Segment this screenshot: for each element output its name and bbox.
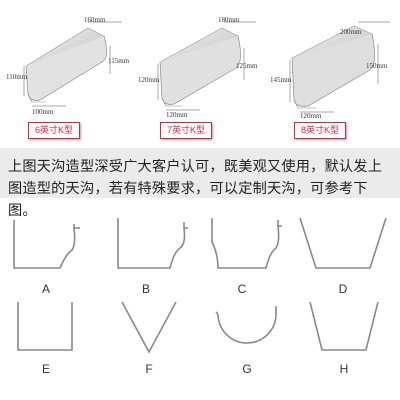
profile-label-e: E bbox=[41, 362, 50, 376]
dim-left-height: 145mm bbox=[270, 76, 292, 84]
profile-label-b: B bbox=[141, 282, 150, 296]
profile-label-f: F bbox=[145, 362, 153, 376]
product-tag-8in: 8英寸K型 bbox=[294, 122, 347, 139]
profile-label-d: D bbox=[338, 282, 348, 296]
profile-shape-g bbox=[212, 304, 282, 350]
profile-shape-f bbox=[118, 300, 180, 356]
dim-right-height: 115mm bbox=[108, 57, 130, 65]
dim-top: 200mm bbox=[340, 28, 362, 36]
dim-bottom: 100mm bbox=[32, 108, 54, 116]
dim-left-height: 120mm bbox=[138, 76, 160, 84]
profile-shape-e bbox=[14, 300, 76, 354]
dim-top: 160mm bbox=[84, 16, 106, 24]
gutter-product-8in: 200mm 145mm 150mm 120mm bbox=[270, 14, 392, 122]
gutter-image-6in bbox=[23, 21, 122, 107]
profile-shape-a bbox=[10, 214, 80, 274]
dim-top: 180mm bbox=[218, 16, 240, 24]
gutter-image-8in bbox=[289, 21, 390, 113]
gutter-product-6in: 160mm 110mm 115mm 100mm bbox=[6, 14, 130, 122]
dim-right-height: 150mm bbox=[366, 62, 388, 70]
profile-label-g: G bbox=[242, 362, 252, 376]
product-showcase: 160mm 110mm 115mm 100mm 6英寸K型 180mm 120m… bbox=[0, 0, 400, 148]
dim-bottom: 120mm bbox=[300, 112, 322, 120]
profile-label-c: C bbox=[237, 282, 247, 296]
profile-shape-d bbox=[296, 214, 390, 274]
description-band bbox=[0, 148, 400, 198]
dim-bottom: 120mm bbox=[166, 111, 188, 119]
gutter-product-7in: 180mm 120mm 125mm 120mm bbox=[138, 14, 260, 122]
dim-left-height: 110mm bbox=[6, 73, 28, 81]
description-text: 上图天沟造型深受广大客户认可，既美观又使用，默认发上图造型的天沟，若有特殊要求，… bbox=[8, 159, 383, 219]
product-tag-6in: 6英寸K型 bbox=[28, 122, 81, 139]
profile-shape-h bbox=[306, 300, 382, 354]
dim-right-height: 125mm bbox=[236, 62, 258, 70]
profile-label-a: A bbox=[41, 282, 50, 296]
product-tag-7in: 7英寸K型 bbox=[160, 122, 213, 139]
profile-label-h: H bbox=[339, 362, 349, 376]
profile-shape-c bbox=[208, 214, 282, 274]
gutter-image-7in bbox=[157, 21, 256, 111]
profile-shape-b bbox=[114, 214, 188, 274]
